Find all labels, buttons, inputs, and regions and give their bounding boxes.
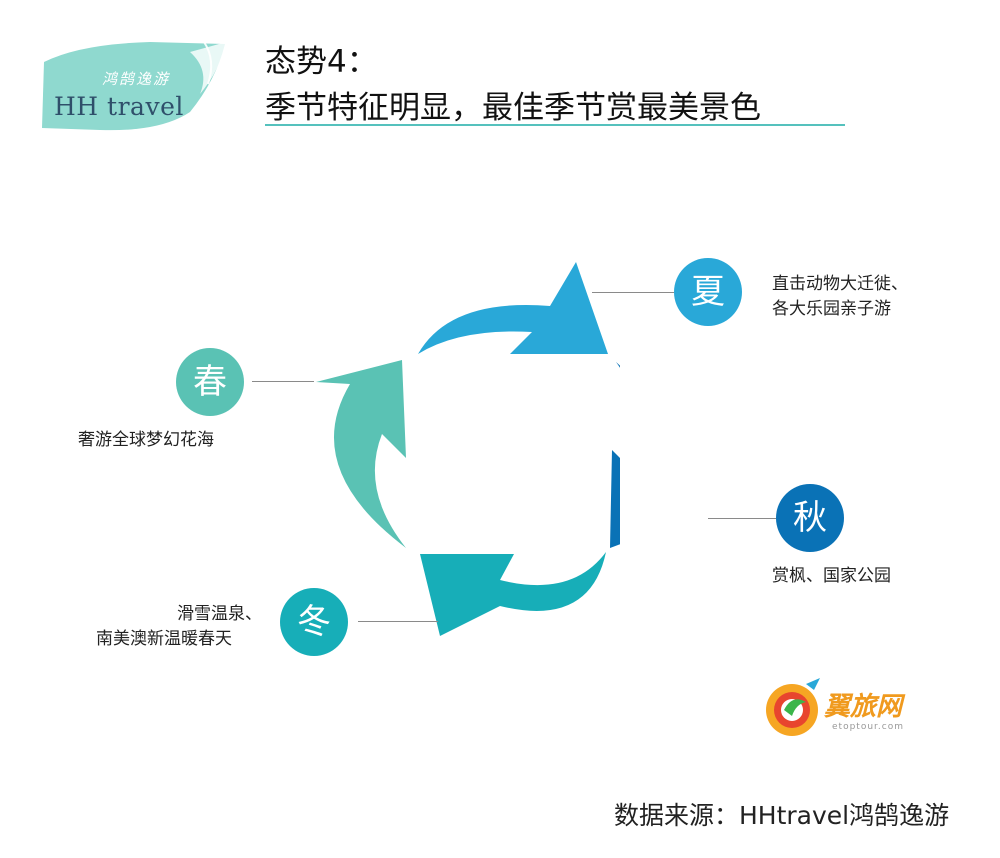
logo-chinese-text: 鸿鹄逸游 xyxy=(102,70,171,88)
summer-leader-line xyxy=(592,292,674,293)
logo-english-text: HH travel xyxy=(54,92,184,121)
spring-leader-line xyxy=(252,381,314,382)
winter-description-2: 南美澳新温暖春天 xyxy=(96,627,232,652)
etoptour-swirl-icon xyxy=(766,678,820,736)
title-underline xyxy=(265,124,845,126)
winter-description-line-2: 南美澳新温暖春天 xyxy=(96,629,232,649)
spring-description-line-1: 奢游全球梦幻花海 xyxy=(78,430,214,450)
etoptour-logo: 翼旅网 etoptour.com xyxy=(762,672,932,742)
winter-description: 滑雪温泉、 xyxy=(160,602,262,627)
spring-arrow xyxy=(316,360,406,548)
autumn-description-line-1: 赏枫、国家公园 xyxy=(772,566,891,586)
etoptour-url-text: etoptour.com xyxy=(832,722,904,732)
summer-description-line-1: 直击动物大迁徙、 xyxy=(772,274,908,294)
winter-badge: 冬 xyxy=(280,588,348,656)
winter-arrow xyxy=(420,552,606,636)
brush-stroke-icon xyxy=(42,41,226,131)
page-title-line-2: 季节特征明显，最佳季节赏最美景色 xyxy=(265,90,761,126)
autumn-arrow xyxy=(610,362,620,548)
summer-description-line-2: 各大乐园亲子游 xyxy=(772,299,891,319)
summer-arrow xyxy=(418,262,608,354)
etoptour-chinese-text: 翼旅网 xyxy=(824,692,903,722)
winter-leader-line xyxy=(358,621,438,622)
spring-description: 奢游全球梦幻花海 xyxy=(78,428,214,453)
winter-description-line-1: 滑雪温泉、 xyxy=(177,604,262,624)
autumn-badge: 秋 xyxy=(776,484,844,552)
page-title-line-1: 态势4： xyxy=(265,44,378,80)
season-cycle-diagram xyxy=(316,262,620,636)
autumn-leader-line xyxy=(708,518,776,519)
hhtravel-logo: 鸿鹄逸游 HH travel xyxy=(40,40,230,132)
data-source-note: 数据来源：HHtravel鸿鹄逸游 xyxy=(614,801,950,830)
autumn-description: 赏枫、国家公园 xyxy=(772,564,891,589)
summer-description: 直击动物大迁徙、 各大乐园亲子游 xyxy=(772,272,908,322)
summer-badge: 夏 xyxy=(674,258,742,326)
spring-badge: 春 xyxy=(176,348,244,416)
